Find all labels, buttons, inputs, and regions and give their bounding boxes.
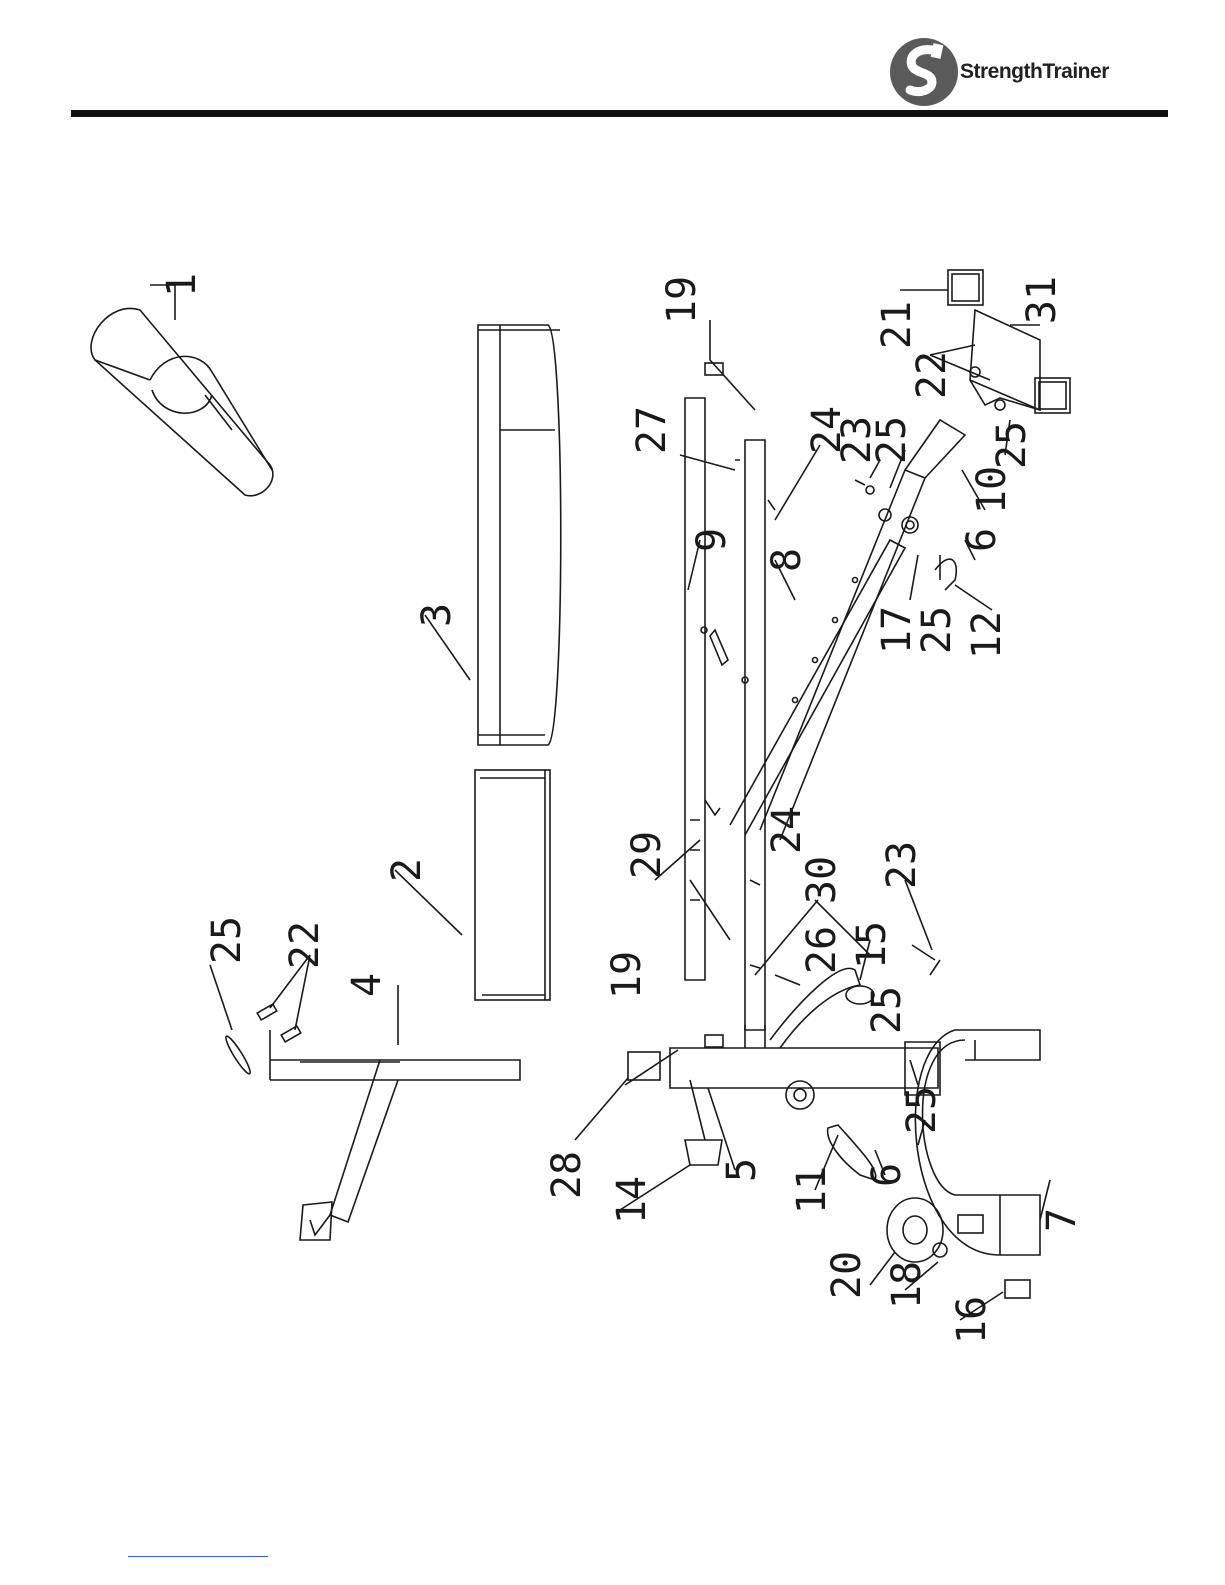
footer-link-underline[interactable] <box>128 1556 268 1557</box>
callout-22a: 22 <box>909 351 955 399</box>
callout-30: 30 <box>799 856 845 904</box>
callout-8: 8 <box>764 548 810 572</box>
callout-26: 26 <box>799 926 845 974</box>
callout-29: 29 <box>624 831 670 879</box>
part-3-back-pad <box>478 325 561 745</box>
part-callouts: 1 2 3 4 5 6 6 7 8 9 10 11 12 14 15 16 17… <box>159 273 1085 1344</box>
callout-10: 10 <box>969 466 1015 514</box>
callout-23b: 23 <box>879 841 925 889</box>
part-30-15-handle <box>770 968 874 1048</box>
callout-7: 7 <box>1039 1208 1085 1232</box>
callout-24a: 24 <box>804 406 850 454</box>
part-22-bolts-top <box>257 1004 301 1042</box>
callout-27: 27 <box>629 406 675 454</box>
callout-31: 31 <box>1019 276 1065 324</box>
part-25-washer-top <box>223 1034 253 1076</box>
callout-25b: 25 <box>869 416 915 464</box>
callout-25a: 25 <box>204 916 250 964</box>
callout-1: 1 <box>159 273 205 297</box>
callout-25c: 25 <box>989 421 1035 469</box>
callout-19b: 19 <box>604 951 650 999</box>
callout-4: 4 <box>344 973 390 997</box>
callout-25d: 25 <box>914 606 960 654</box>
callout-25f: 25 <box>899 1086 945 1134</box>
callout-28: 28 <box>544 1151 590 1199</box>
part-23-bolt-top <box>855 480 865 485</box>
part-12-handle <box>935 559 956 590</box>
part-27-24-pins <box>735 460 775 510</box>
callout-25e: 25 <box>864 986 910 1034</box>
callout-14: 14 <box>609 1176 655 1224</box>
part-26-24-pins <box>750 880 760 968</box>
callout-9: 9 <box>689 528 735 552</box>
part-4-t-frame <box>270 1030 520 1240</box>
callout-6a: 6 <box>959 528 1005 552</box>
callout-18: 18 <box>884 1261 930 1309</box>
part-14-knob <box>685 1080 722 1165</box>
callout-3: 3 <box>414 603 460 627</box>
callout-15: 15 <box>849 921 895 969</box>
part-20-roller <box>887 1198 947 1262</box>
callout-21: 21 <box>874 301 920 349</box>
callout-24b: 24 <box>764 806 810 854</box>
part-23-bolt-bottom <box>912 945 940 975</box>
callout-5: 5 <box>719 1158 765 1182</box>
part-16-cap-a <box>958 1215 983 1233</box>
callout-11: 11 <box>789 1166 835 1214</box>
callout-16: 16 <box>949 1296 995 1344</box>
part-19-cap-b <box>705 1035 723 1047</box>
callout-12: 12 <box>964 611 1010 659</box>
callout-19a: 19 <box>659 276 705 324</box>
part-16-cap-b <box>1005 1280 1030 1298</box>
callout-22b: 22 <box>282 921 328 969</box>
part-7-u-base <box>915 1030 1040 1255</box>
rails <box>685 398 765 1030</box>
part-2-seat-pad <box>475 770 550 1000</box>
callout-2: 2 <box>384 858 430 882</box>
leader-lines <box>150 285 1050 1320</box>
callout-20: 20 <box>824 1251 870 1299</box>
part-1-roller-pads <box>91 308 273 495</box>
callout-6b: 6 <box>864 1163 910 1187</box>
